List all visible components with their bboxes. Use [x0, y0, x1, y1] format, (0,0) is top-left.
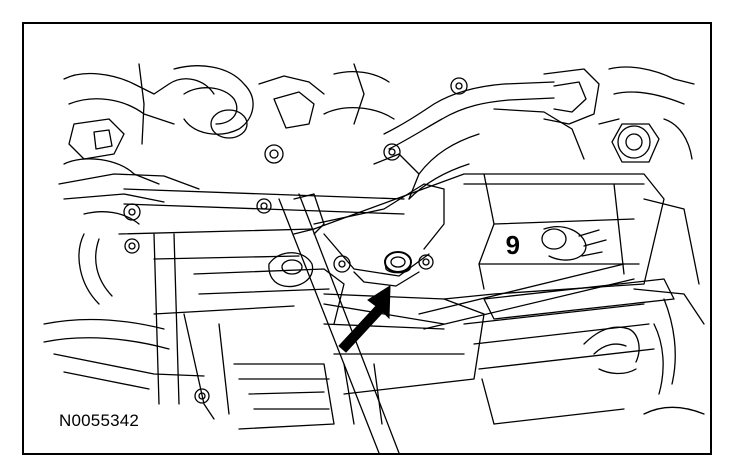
callout-arrow-icon — [339, 286, 390, 352]
coolant-pipe — [384, 67, 694, 162]
support-rod — [279, 194, 634, 453]
right-lower-components — [494, 327, 704, 424]
drain-plug-icon — [385, 252, 411, 273]
part-number-marking: 6 — [506, 230, 520, 260]
figure-id-label: N0055342 — [59, 411, 140, 430]
oil-pan-housing — [294, 174, 704, 424]
upper-engine-components — [59, 64, 394, 224]
engine-line-drawing: 6 — [24, 24, 710, 453]
crossmember — [79, 189, 404, 404]
figure-frame: 6 N0055342 — [22, 22, 712, 455]
lower-subframe — [44, 269, 344, 429]
mounting-bracket — [269, 134, 479, 287]
